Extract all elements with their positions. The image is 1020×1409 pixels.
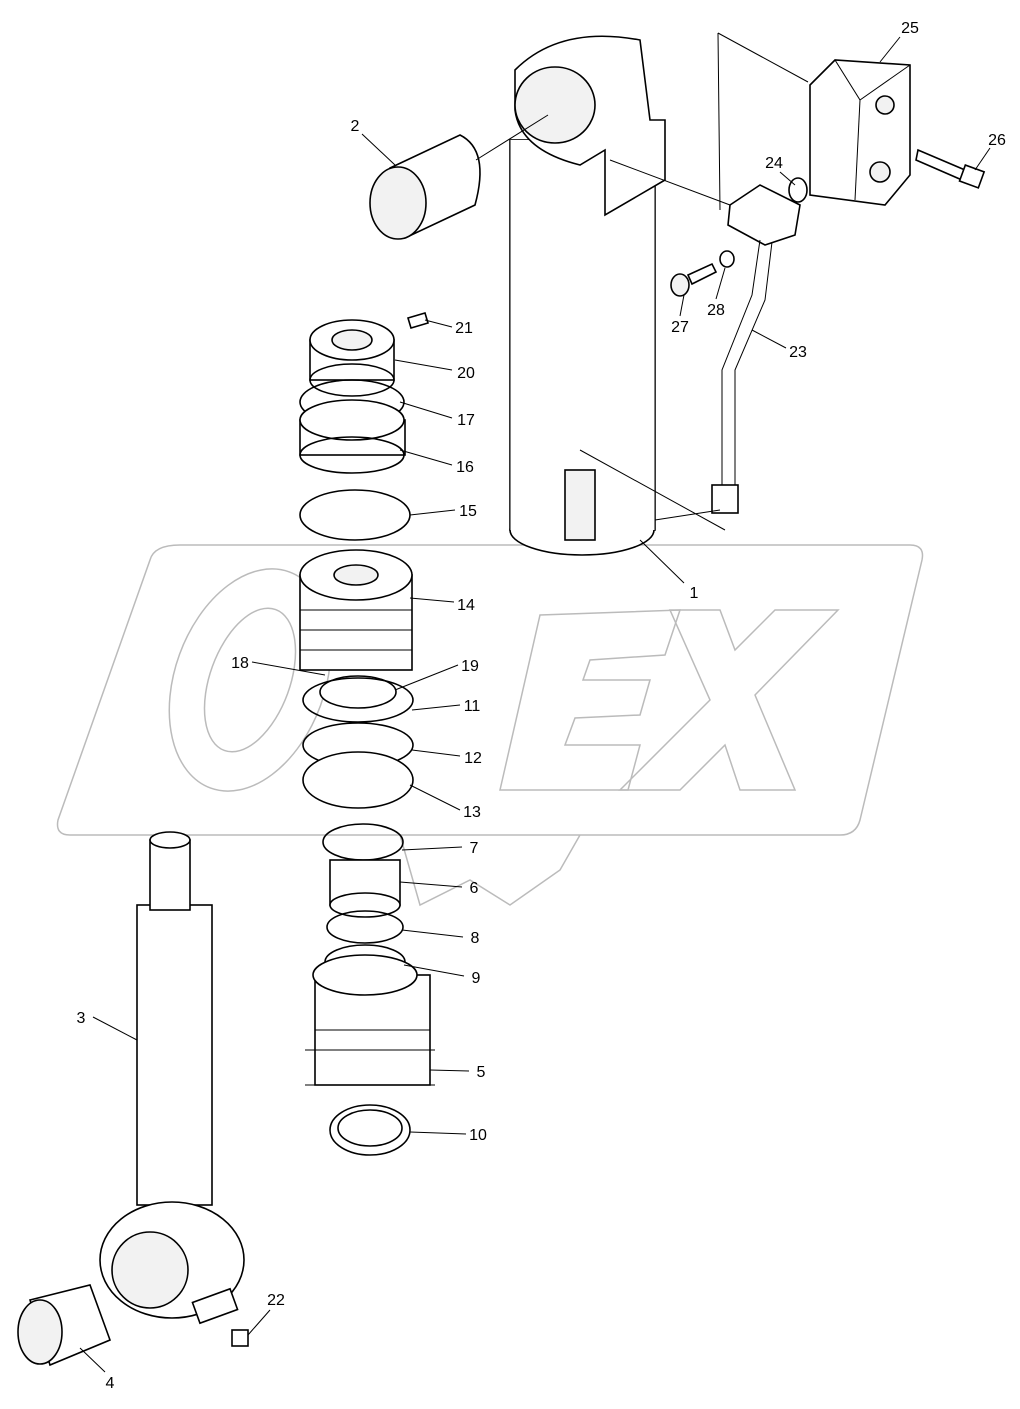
callout-5: 5 [477, 1064, 486, 1081]
callout-1: 1 [690, 585, 699, 602]
part-15-seal [299, 489, 411, 541]
callout-20: 20 [457, 365, 475, 382]
part-28-washer [719, 250, 735, 268]
callout-11: 11 [464, 698, 481, 715]
callout-22: 22 [267, 1292, 285, 1309]
part-3-piston-rod [99, 831, 245, 1319]
opex-watermark-logo [56, 544, 924, 907]
callout-9: 9 [472, 970, 481, 987]
part-22-grease-nipple [191, 1287, 249, 1347]
part-20-nut [309, 319, 395, 397]
part-7-ring [322, 823, 404, 861]
leader-lines [79, 32, 991, 1373]
callout-3: 3 [77, 1010, 86, 1027]
part-8-ring [326, 910, 404, 944]
callout-21: 21 [455, 320, 473, 337]
part-10-wiper [329, 1104, 411, 1156]
callout-10: 10 [469, 1127, 487, 1144]
part-2-bushing [369, 134, 481, 240]
callout-25: 25 [901, 20, 919, 37]
callout-24: 24 [765, 155, 783, 172]
part-11-ring [302, 677, 414, 723]
callout-17: 17 [457, 412, 475, 429]
callout-27: 27 [671, 319, 689, 336]
callout-23: 23 [789, 344, 807, 361]
part-19-ring [319, 675, 397, 709]
callout-14: 14 [457, 597, 475, 614]
part-16-guide-ring [299, 399, 406, 474]
part-25-valve-block [809, 59, 911, 206]
callout-6: 6 [470, 880, 479, 897]
callout-2: 2 [351, 118, 360, 135]
callout-13: 13 [463, 804, 481, 821]
callout-16: 16 [456, 459, 474, 476]
callout-28: 28 [707, 302, 725, 319]
callout-7: 7 [470, 840, 479, 857]
callout-labels: 25 26 24 2 27 28 23 21 20 17 16 15 1 14 … [77, 20, 1006, 1392]
part-4-bushing [17, 1284, 112, 1367]
callout-19: 19 [461, 658, 479, 675]
part-23-pipe [711, 184, 801, 514]
callout-18: 18 [231, 655, 249, 672]
part-13-disc [302, 751, 414, 809]
part-14-piston [299, 549, 413, 671]
part-6-spacer [329, 859, 401, 918]
part-5-gland [305, 954, 435, 1086]
part-1-cylinder-tube [509, 35, 666, 556]
part-26-bolt [915, 148, 986, 189]
part-21-set-screw [407, 312, 429, 329]
callout-8: 8 [471, 930, 480, 947]
part-27-screw [670, 262, 718, 297]
callout-12: 12 [464, 750, 482, 767]
callout-15: 15 [459, 503, 477, 520]
callout-4: 4 [106, 1375, 115, 1392]
callout-26: 26 [988, 132, 1006, 149]
